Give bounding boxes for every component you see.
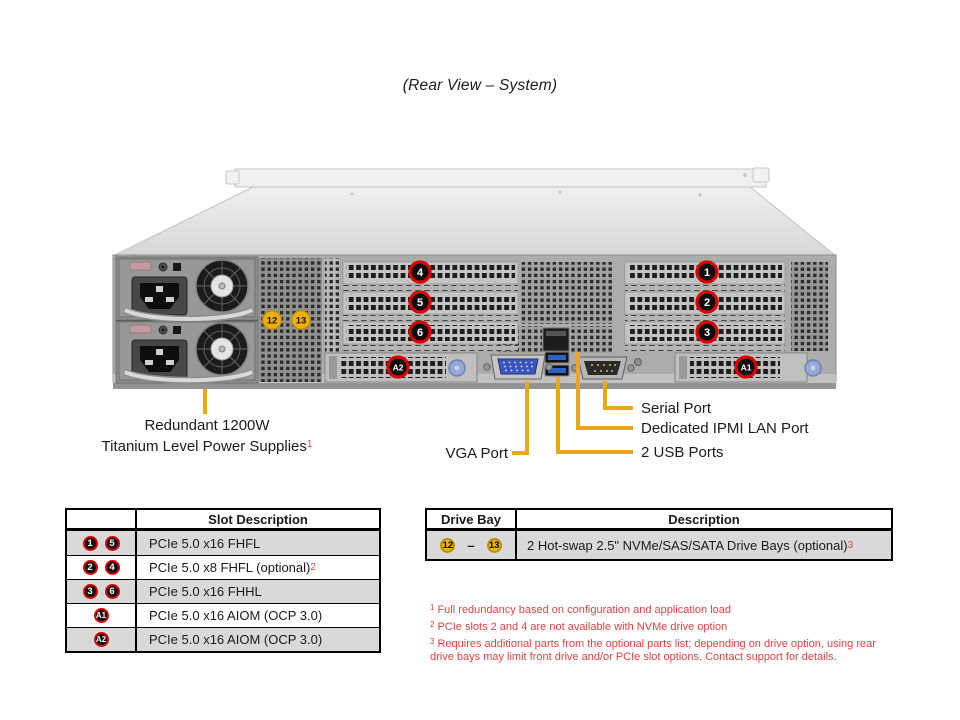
table-row: A2 PCIe 5.0 x16 AIOM (OCP 3.0) <box>67 627 379 651</box>
server-rear-diagram: 4 5 6 A2 1 2 3 A1 12 13 <box>112 167 838 455</box>
panel-screw <box>634 358 642 366</box>
drive-bay-table: Drive Bay Description 12 – 13 2 Hot-swap… <box>425 508 893 561</box>
lan-port <box>542 327 570 352</box>
slot-desc: PCIe 5.0 x16 AIOM (OCP 3.0) <box>149 632 323 647</box>
slot-desc: PCIe 5.0 x8 FHFL (optional) <box>149 560 311 575</box>
slot-badge: 5 <box>104 535 120 551</box>
svg-text:5: 5 <box>417 297 423 309</box>
ac-inlet-icon <box>131 339 188 379</box>
slot-badge-a2: A2 <box>386 355 410 379</box>
slot-badge: 4 <box>104 560 120 575</box>
ipmi-callout-line <box>576 352 633 430</box>
badge-dash: – <box>467 537 475 553</box>
power-supply-modules <box>115 256 259 384</box>
slot-badge-a1: A1 <box>734 355 758 379</box>
slot-badge: 3 <box>82 584 98 599</box>
drive-bay-badge-13: 13 <box>291 310 311 330</box>
slot-badge-2: 2 <box>695 290 719 314</box>
slot-badge-6: 6 <box>408 320 432 344</box>
svg-text:2: 2 <box>704 297 710 309</box>
table-row: 12 – 13 2 Hot-swap 2.5" NVMe/SAS/SATA Dr… <box>427 531 891 559</box>
slot-badge: A2 <box>93 632 109 647</box>
drive-bay-desc: 2 Hot-swap 2.5" NVMe/SAS/SATA Drive Bays… <box>527 537 848 553</box>
slot-badge-5: 5 <box>408 290 432 314</box>
slot-badge: 2 <box>82 560 98 575</box>
footnote-ref: 3 <box>847 539 854 551</box>
serial-port <box>571 356 635 380</box>
slot-table-header-badge-cell <box>67 510 137 528</box>
power-supply-1 <box>118 258 256 323</box>
vga-port <box>483 354 553 380</box>
slot-badge-1: 1 <box>695 260 719 284</box>
description-header: Description <box>668 511 740 527</box>
usb-callout-line <box>556 377 633 454</box>
drive-bay-header: Drive Bay <box>427 510 517 528</box>
svg-text:13: 13 <box>296 316 307 327</box>
ipmi-lan-port-label: Dedicated IPMI LAN Port <box>641 420 809 437</box>
svg-text:A1: A1 <box>741 363 752 373</box>
drive-bay-badge: 12 <box>440 537 456 553</box>
vga-callout-line <box>512 381 529 455</box>
power-supply-2 <box>118 321 256 384</box>
ac-inlet-icon <box>131 276 188 316</box>
slot-table-header-row: Slot Description <box>67 510 379 531</box>
slot-badge-4: 4 <box>408 260 432 284</box>
slot-badge: A1 <box>93 608 109 623</box>
svg-text:A2: A2 <box>393 363 404 373</box>
drive-table-header-row: Drive Bay Description <box>427 510 891 531</box>
slot-badge: 1 <box>82 535 98 551</box>
svg-text:6: 6 <box>417 327 423 339</box>
slot-badge-3: 3 <box>695 320 719 344</box>
slot-table-header: Slot Description <box>208 511 308 527</box>
slot-desc: PCIe 5.0 x16 FHHL <box>149 584 262 599</box>
drive-bay-badge: 13 <box>486 537 502 553</box>
usb-ports-label: 2 USB Ports <box>641 444 724 461</box>
slot-badge: 6 <box>104 584 120 599</box>
svg-text:3: 3 <box>704 327 710 339</box>
serial-port-label: Serial Port <box>641 400 712 417</box>
serial-callout-line <box>603 381 633 410</box>
psu-label-line2: Titanium Level Power Supplies <box>101 437 307 455</box>
psu-label-line1: Redundant 1200W <box>144 417 270 434</box>
table-row: A1 PCIe 5.0 x16 AIOM (OCP 3.0) <box>67 603 379 627</box>
svg-text:1: 1 <box>704 267 710 279</box>
psu-fan-icon <box>195 322 249 376</box>
callout-lines <box>203 352 633 455</box>
drive-bay-badge-12: 12 <box>262 310 282 330</box>
footnote-ref: 2 <box>310 562 316 573</box>
slot-badges: 4 5 6 A2 1 2 3 A1 12 13 <box>262 260 758 379</box>
psu-footnote-ref: 1 <box>306 438 313 450</box>
page-title: (Rear View – System) <box>402 77 558 94</box>
svg-text:4: 4 <box>417 267 424 279</box>
vga-port-label: VGA Port <box>445 445 508 462</box>
psu-fan-icon <box>195 259 249 313</box>
svg-text:12: 12 <box>267 316 278 327</box>
vent-panels <box>259 258 828 382</box>
slot-desc: PCIe 5.0 x16 AIOM (OCP 3.0) <box>149 608 323 623</box>
aiom-slot-a1 <box>674 352 822 383</box>
slot-desc: PCIe 5.0 x16 FHFL <box>149 535 261 551</box>
psu-callout-label: Redundant 1200W Titanium Level Power Sup… <box>62 417 352 456</box>
